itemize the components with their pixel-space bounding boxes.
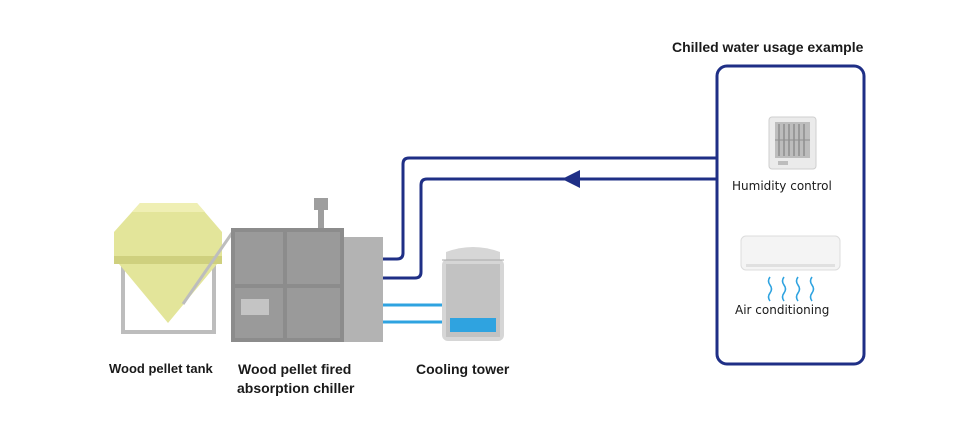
chiller-label-line1: Wood pellet fired [238,361,352,377]
usage-example-box [715,64,866,366]
chilled-water-return-line [383,177,717,280]
humidifier-icon [768,116,817,170]
airflow-icon [767,276,815,302]
cooling-tower-icon [442,247,504,341]
flow-direction-arrow-icon [562,170,580,188]
air-conditioning-label: Air conditioning [735,303,830,317]
tank-label: Wood pellet tank [109,361,213,376]
air-conditioner-icon [740,235,841,271]
humidity-control-label: Humidity control [732,179,832,193]
chilled-water-supply-line [383,156,717,261]
absorption-chiller-icon [231,198,383,342]
chiller-label-line2: absorption chiller [237,380,355,396]
wood-pellet-tank-icon [114,203,234,334]
usage-example-title: Chilled water usage example [672,39,864,55]
cooling-tower-label: Cooling tower [416,361,510,377]
